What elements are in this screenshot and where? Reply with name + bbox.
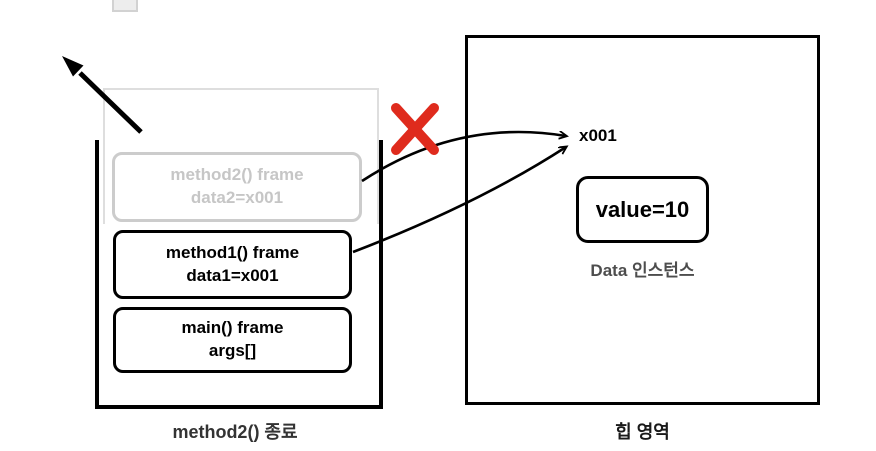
- frame-method1-title: method1() frame: [165, 242, 300, 262]
- data-instance-caption: Data 인스턴스: [590, 261, 695, 280]
- stack-caption: method2() 종료: [172, 422, 298, 442]
- frame-method1-var: data1=x001: [186, 265, 279, 285]
- stack-frame-main: main() frame args[]: [113, 307, 352, 373]
- frame-method2-title: method2() frame: [170, 165, 304, 185]
- stack-frame-method1: method1() frame data1=x001: [113, 230, 352, 299]
- stack-frame-method2: method2() frame data2=x001: [112, 152, 362, 222]
- data-instance-value: value=10: [595, 196, 690, 222]
- frame-main-title: main() frame: [181, 318, 284, 338]
- cutoff-legend-swatch: [112, 0, 138, 12]
- data-instance-box: value=10: [576, 176, 709, 243]
- heap-address-label: x001: [579, 126, 617, 145]
- frame-main-var: args[]: [208, 341, 257, 360]
- red-x-icon: [391, 103, 439, 155]
- stack-container: [95, 140, 383, 409]
- heap-caption: 힙 영역: [615, 422, 670, 442]
- frame-method2-var: data2=x001: [190, 188, 284, 207]
